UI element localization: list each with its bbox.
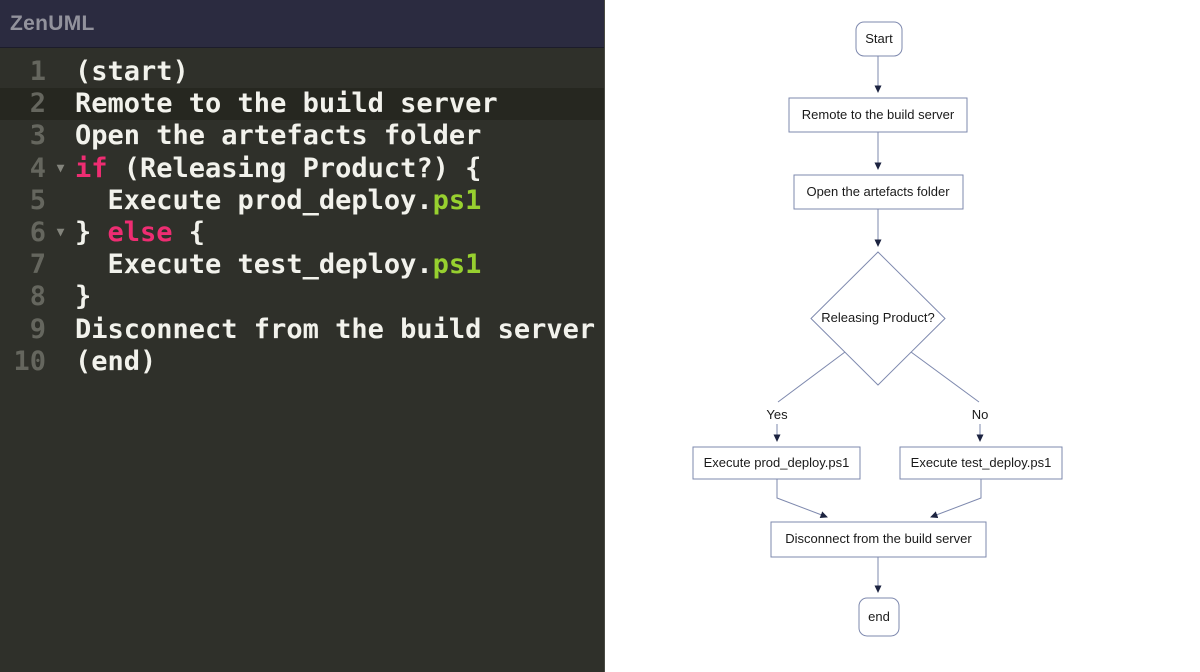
code-token-keyword: if (75, 152, 108, 184)
fold-gutter (46, 249, 75, 281)
remote-node-label: Remote to the build server (802, 107, 955, 122)
no-branch-label: No (972, 407, 989, 422)
test-deploy-node-shape (899, 446, 1063, 480)
code-token: (end) (75, 345, 157, 377)
flowchart-canvas: Start Remote to the build server Open th… (692, 21, 1063, 637)
code-token: { (172, 216, 206, 248)
line-number: 4 (29, 152, 46, 184)
node-test-deploy: Execute test_deploy.ps1 (899, 446, 1063, 480)
code-editor-panel: ZenUML 1 (start) 2 Remote to the build s… (0, 0, 605, 672)
fold-gutter (46, 120, 75, 152)
fold-gutter (46, 88, 75, 120)
fold-gutter (46, 56, 75, 88)
fold-gutter (46, 185, 75, 217)
line-number: 10 (13, 345, 46, 377)
edge-prod-to-disconnect (776, 479, 828, 518)
line-number: 6 (29, 216, 46, 248)
code-token: Open the artefacts folder (75, 120, 482, 152)
code-token: (Releasing Product?) { (107, 152, 482, 184)
code-token: (start) (75, 56, 189, 87)
fold-toggle-icon[interactable]: ▼ (56, 224, 65, 240)
code-line[interactable]: 8 } (0, 281, 604, 313)
node-end: end (858, 597, 900, 637)
end-node-shape (858, 597, 900, 637)
code-line[interactable]: 1 (start) (0, 56, 604, 88)
code-token: Disconnect from the build server (75, 313, 596, 345)
line-number: 5 (29, 184, 46, 216)
line-number: 9 (29, 313, 46, 345)
start-node-label: Start (865, 31, 893, 46)
line-number: 8 (29, 281, 46, 313)
test-deploy-node-label: Execute test_deploy.ps1 (911, 455, 1052, 470)
open-folder-node-shape (793, 174, 964, 210)
disconnect-node-shape (770, 521, 987, 558)
code-token: Execute test_deploy. (75, 249, 433, 281)
fold-gutter (46, 281, 75, 313)
code-token: Remote to the build server (75, 88, 498, 120)
code-line[interactable]: 4 ▼ if (Releasing Product?) { (0, 153, 604, 185)
disconnect-node-label: Disconnect from the build server (785, 531, 972, 546)
remote-node-shape (788, 97, 968, 133)
node-remote: Remote to the build server (788, 97, 968, 133)
code-line[interactable]: 3 Open the artefacts folder (0, 120, 604, 152)
code-token-extension: ps1 (432, 249, 482, 281)
node-open-folder: Open the artefacts folder (793, 174, 964, 210)
code-token-keyword: else (107, 216, 173, 248)
code-line[interactable]: 7 Execute test_deploy.ps1 (0, 249, 604, 281)
diagram-panel: Start Remote to the build server Open th… (605, 0, 1200, 672)
prod-deploy-node-label: Execute prod_deploy.ps1 (704, 455, 850, 470)
code-line[interactable]: 6 ▼ } else { (0, 217, 604, 249)
line-number: 7 (29, 249, 46, 281)
code-token: Execute prod_deploy. (75, 184, 433, 216)
code-line-active[interactable]: 2 Remote to the build server (0, 88, 604, 121)
fold-gutter (46, 346, 75, 378)
code-line[interactable]: 10 (end) (0, 346, 604, 378)
decision-diamond-shape (810, 251, 946, 386)
open-folder-node-label: Open the artefacts folder (806, 184, 950, 199)
code-token: } (75, 216, 108, 248)
editor-header: ZenUML (0, 0, 604, 48)
line-number: 1 (29, 56, 46, 87)
decision-node-label: Releasing Product? (821, 310, 934, 325)
code-token: } (75, 281, 92, 313)
end-node-label: end (868, 609, 890, 624)
app-title: ZenUML (10, 11, 95, 35)
code-line[interactable]: 9 Disconnect from the build server (0, 314, 604, 346)
code-editor[interactable]: 1 (start) 2 Remote to the build server 3… (0, 48, 604, 672)
edge-test-to-disconnect (930, 479, 982, 518)
node-decision: Releasing Product? (810, 251, 946, 386)
node-start: Start (855, 21, 903, 57)
fold-gutter (46, 314, 75, 346)
line-number: 3 (29, 120, 46, 152)
fold-toggle-icon[interactable]: ▼ (56, 160, 65, 176)
node-prod-deploy: Execute prod_deploy.ps1 (692, 446, 861, 480)
line-number: 2 (29, 88, 46, 120)
code-line[interactable]: 5 Execute prod_deploy.ps1 (0, 185, 604, 217)
code-token-extension: ps1 (432, 184, 482, 216)
edge-decision-no-branch (910, 351, 980, 403)
edge-decision-yes-branch (777, 351, 846, 403)
yes-branch-label: Yes (766, 407, 788, 422)
prod-deploy-node-shape (692, 446, 861, 480)
start-node-shape (855, 21, 903, 57)
node-disconnect: Disconnect from the build server (770, 521, 987, 558)
